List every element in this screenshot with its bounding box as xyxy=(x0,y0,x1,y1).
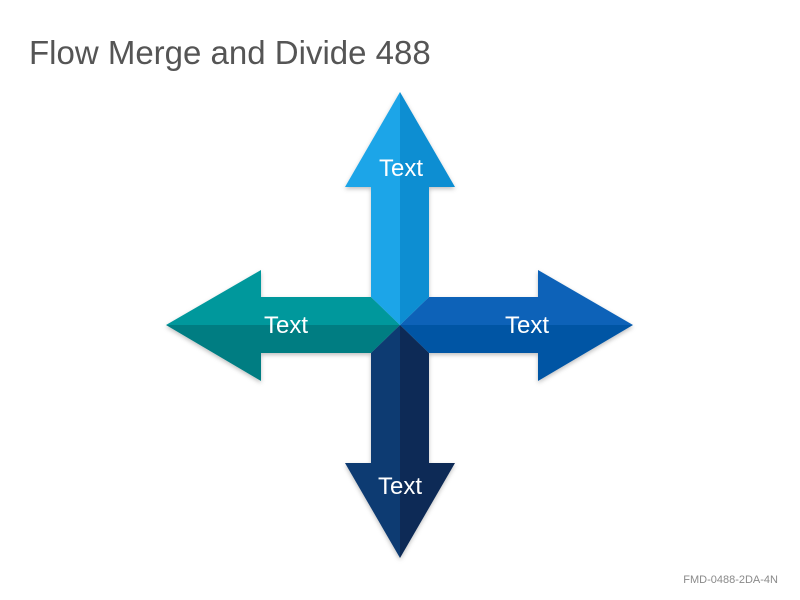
footer-code: FMD-0488-2DA-4N xyxy=(683,574,778,586)
arrow-left xyxy=(166,270,400,381)
arrow-down xyxy=(345,325,455,558)
arrow-up xyxy=(345,92,455,325)
arrow-right-label: Text xyxy=(505,312,549,339)
arrow-up-label: Text xyxy=(379,155,423,182)
page-title: Flow Merge and Divide 488 xyxy=(29,34,431,71)
arrow-right xyxy=(400,270,633,381)
arrow-down-label: Text xyxy=(378,473,422,500)
arrow-left-label: Text xyxy=(264,312,308,339)
